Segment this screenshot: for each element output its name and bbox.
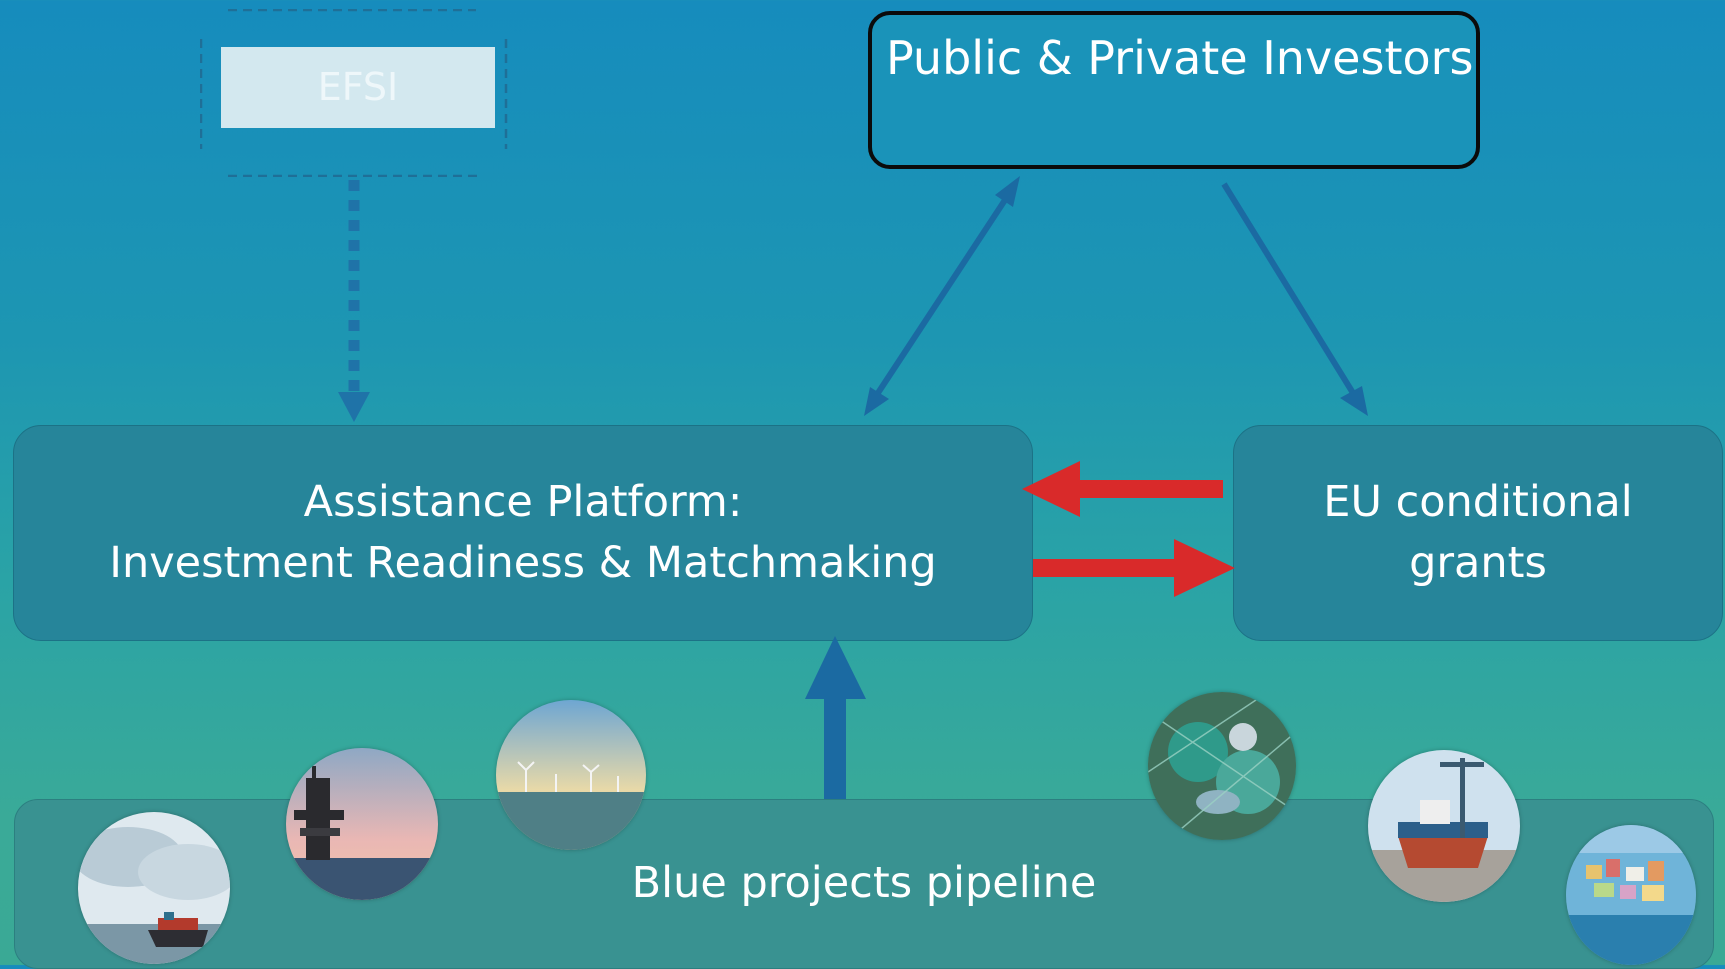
container-ship-photo bbox=[78, 812, 230, 964]
platform-subtitle: Investment Readiness & Matchmaking bbox=[109, 538, 937, 588]
coastal-town-photo bbox=[1566, 825, 1696, 965]
investors-to-grants-arrow bbox=[1221, 182, 1368, 416]
investors-platform-double-arrow bbox=[864, 176, 1020, 416]
pipeline-label: Blue projects pipeline bbox=[631, 858, 1097, 908]
assistance-platform-box: Assistance Platform: Investment Readines… bbox=[13, 425, 1033, 641]
wind-farm-photo bbox=[496, 700, 646, 850]
investors-box: Public & Private Investors bbox=[868, 11, 1480, 169]
efsi-label: EFSI bbox=[317, 65, 399, 109]
platform-title: Assistance Platform: bbox=[303, 477, 743, 527]
grants-line-1: EU conditional bbox=[1323, 477, 1633, 527]
eu-grants-box: EU conditional grants bbox=[1233, 425, 1723, 641]
investors-label: Public & Private Investors bbox=[886, 31, 1474, 85]
oil-rig-photo bbox=[286, 748, 438, 900]
fishing-nets-photo bbox=[1148, 692, 1296, 840]
shipyard-photo bbox=[1368, 750, 1520, 902]
grants-line-2: grants bbox=[1409, 538, 1547, 588]
efsi-to-platform-arrow bbox=[338, 180, 370, 422]
efsi-dashed-frame bbox=[200, 9, 508, 177]
pipeline-to-platform-arrow bbox=[805, 636, 866, 799]
grants-to-platform-red-arrow bbox=[1022, 461, 1223, 517]
efsi-box: EFSI bbox=[221, 47, 495, 128]
platform-to-grants-red-arrow bbox=[1033, 539, 1235, 597]
